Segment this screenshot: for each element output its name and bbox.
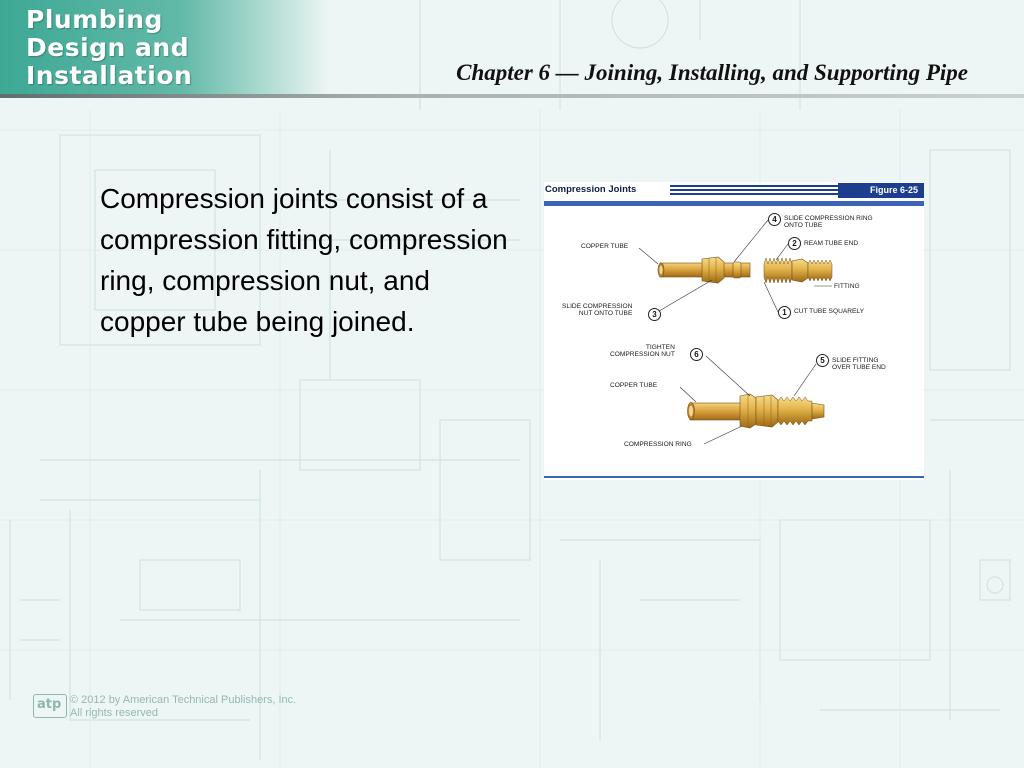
atp-logo-text: atp — [37, 697, 62, 712]
compression-joint-illustration — [638, 219, 833, 445]
figure-header-rule — [544, 201, 924, 206]
callout-tighten-nut-line-2: COMPRESSION NUT — [610, 351, 675, 359]
logo-panel — [0, 0, 330, 96]
slide-body-text: Compression joints consist of a compress… — [100, 183, 508, 337]
callout-slide-nut-line-1: SLIDE COMPRESSION — [562, 303, 633, 310]
copyright-line-2: All rights reserved — [70, 707, 159, 719]
chapter-title: Chapter 6 — Joining, Installing, and Sup… — [456, 60, 968, 85]
callout-fitting: FITTING — [834, 283, 860, 290]
figure-bottom-rule — [544, 476, 924, 478]
callout-slide-fitting: SLIDE FITTING OVER TUBE END — [832, 357, 886, 372]
copyright-notice: © 2012 by American Technical Publishers,… — [70, 694, 296, 720]
atp-logo: atp — [33, 694, 67, 718]
step-1-badge: 1 — [778, 306, 791, 319]
figure-header: Compression Joints Figure 6-25 — [544, 182, 924, 208]
figure-number: Figure 6-25 — [869, 185, 918, 195]
callout-copper-tube-bottom: COPPER TUBE — [610, 382, 658, 389]
copyright-line-1: © 2012 by American Technical Publishers,… — [70, 694, 297, 706]
figure-label-box: Figure 6-25 — [838, 183, 924, 198]
callout-copper-tube-top: COPPER TUBE — [581, 243, 629, 250]
step-2-badge: 2 — [788, 237, 801, 250]
callout-ream-tube-end: REAM TUBE END — [804, 240, 859, 247]
callout-slide-fitting-line-1: SLIDE FITTING — [832, 357, 879, 364]
logo-line-2: Design and — [26, 33, 190, 62]
callout-slide-ring: SLIDE COMPRESSION RING ONTO TUBE — [784, 215, 873, 230]
callout-slide-ring-line-1: SLIDE COMPRESSION RING — [784, 215, 873, 222]
logo-line-3: Installation — [26, 61, 193, 90]
bottom-assembly — [687, 393, 825, 429]
leader-lines — [638, 219, 832, 445]
callout-tighten-nut-line-1: TIGHTEN — [645, 344, 675, 351]
top-assembly — [657, 256, 833, 284]
step-3-badge: 3 — [648, 308, 661, 321]
logo-line-1: Plumbing — [26, 5, 163, 34]
callout-compression-ring: COMPRESSION RING — [624, 441, 692, 448]
callout-slide-nut-line-2: NUT ONTO TUBE — [578, 310, 633, 318]
step-5-badge: 5 — [816, 354, 829, 367]
compression-joints-figure: Compression Joints Figure 6-25 — [544, 182, 924, 480]
step-4-badge: 4 — [768, 213, 781, 226]
course-logo: Plumbing Design and Installation — [26, 6, 192, 90]
callout-slide-nut: SLIDE COMPRESSION NUT ONTO TUBE — [562, 303, 632, 318]
callout-cut-tube-squarely: CUT TUBE SQUARELY — [794, 308, 864, 315]
slide-header: Plumbing Design and Installation Chapter… — [0, 0, 1024, 104]
callout-tighten-nut: TIGHTEN COMPRESSION NUT — [610, 344, 675, 359]
figure-title: Compression Joints — [545, 184, 641, 195]
callout-slide-ring-line-2: ONTO TUBE — [784, 222, 823, 230]
figure-header-stripes — [670, 185, 838, 196]
step-6-badge: 6 — [690, 348, 703, 361]
callout-slide-fitting-line-2: OVER TUBE END — [832, 364, 886, 372]
header-divider — [0, 94, 1024, 98]
